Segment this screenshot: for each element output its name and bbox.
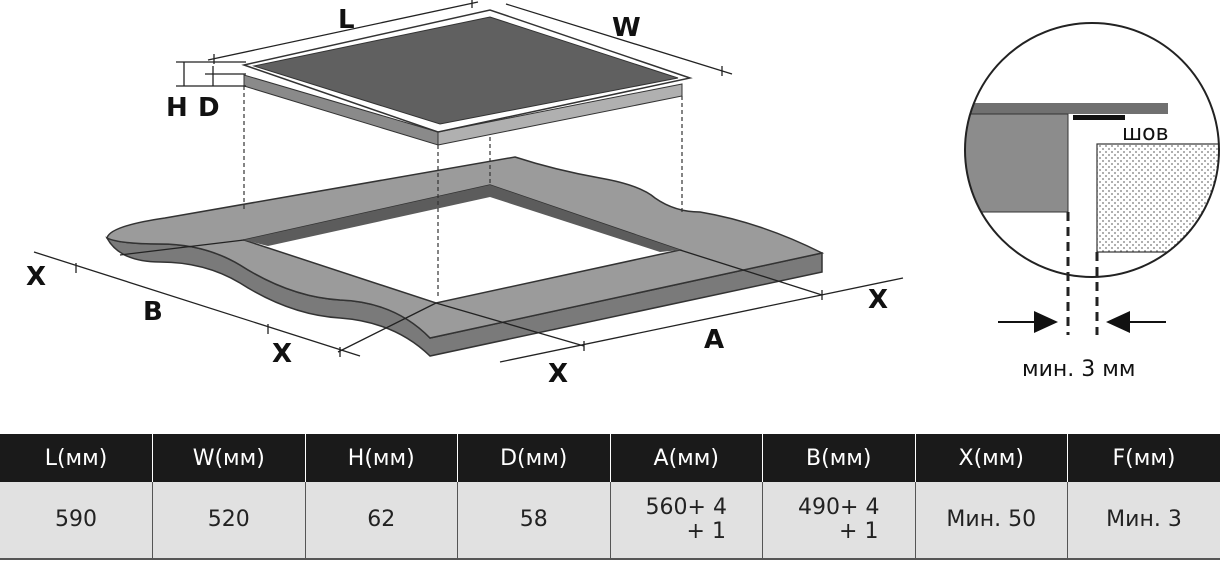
worktop bbox=[105, 156, 825, 357]
arrow-right-icon bbox=[1034, 311, 1058, 333]
seam-label: шов bbox=[1122, 121, 1169, 146]
header-B: B(мм) bbox=[762, 434, 916, 482]
projection-lines bbox=[243, 86, 683, 298]
label-L: L bbox=[338, 5, 355, 35]
label-H: H bbox=[166, 93, 188, 123]
cell-X: Мин. 50 bbox=[915, 482, 1068, 560]
label-X-right: X bbox=[868, 285, 888, 315]
header-H: H(мм) bbox=[305, 434, 458, 482]
header-L: L(мм) bbox=[0, 434, 153, 482]
gap-label: мин. 3 мм bbox=[1022, 357, 1135, 382]
cell-F: Мин. 3 bbox=[1067, 482, 1220, 560]
cell-H: 62 bbox=[305, 482, 458, 560]
label-D: D bbox=[198, 93, 220, 123]
detail-worktop bbox=[1096, 143, 1219, 253]
header-X: X(мм) bbox=[915, 434, 1068, 482]
cell-B: 490+ 4+ 1 bbox=[762, 482, 916, 560]
header-A: A(мм) bbox=[610, 434, 763, 482]
table-header-row: L(мм) W(мм) H(мм) D(мм) A(мм) B(мм) X(мм… bbox=[0, 434, 1220, 482]
dimension-lines bbox=[33, 0, 904, 363]
seam-line bbox=[1073, 115, 1125, 120]
cell-W: 520 bbox=[152, 482, 306, 560]
label-X-bottom: X bbox=[548, 359, 568, 389]
hob-glass-panel bbox=[252, 16, 679, 125]
label-A: A bbox=[704, 325, 724, 355]
dimension-labels: L W H D X B X X A X bbox=[26, 5, 888, 389]
arrow-left-icon bbox=[1106, 311, 1130, 333]
cell-L: 590 bbox=[0, 482, 153, 560]
label-B: B bbox=[143, 297, 163, 327]
cutout-wall-right bbox=[490, 185, 680, 252]
header-D: D(мм) bbox=[457, 434, 611, 482]
header-F: F(мм) bbox=[1067, 434, 1220, 482]
table-row: 590 520 62 58 560+ 4+ 1 490+ 4+ 1 Мин. 5… bbox=[0, 482, 1220, 560]
cutout-wall-back bbox=[244, 185, 490, 246]
label-X-bottom-left: X bbox=[272, 339, 292, 369]
label-W: W bbox=[612, 13, 641, 43]
hob bbox=[241, 9, 693, 146]
label-X-left: X bbox=[26, 262, 46, 292]
detail-glass bbox=[965, 103, 1168, 114]
detail-hob-body bbox=[965, 113, 1069, 213]
installation-diagram: L W H D X B X X A X шов мин. bbox=[26, 0, 1220, 389]
cell-A: 560+ 4+ 1 bbox=[610, 482, 763, 560]
cell-D: 58 bbox=[457, 482, 611, 560]
detail-view: шов мин. 3 мм bbox=[964, 22, 1220, 382]
header-W: W(мм) bbox=[152, 434, 306, 482]
dimensions-table: L(мм) W(мм) H(мм) D(мм) A(мм) B(мм) X(мм… bbox=[0, 434, 1220, 560]
